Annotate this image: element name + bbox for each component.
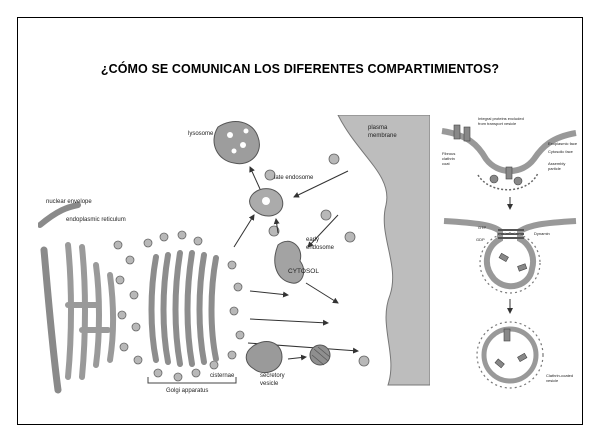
clathrin-vesicle-diagram: Integral proteins excluded from transpor… bbox=[438, 115, 580, 415]
early-endosome bbox=[275, 241, 304, 283]
golgi-apparatus bbox=[152, 253, 217, 364]
label-lysosome: lysosome bbox=[188, 131, 214, 137]
label-dynamin: Dynamin bbox=[534, 231, 550, 236]
label-late-endosome: late endosome bbox=[274, 175, 314, 181]
label-cytosol: CYTOSOL bbox=[288, 268, 319, 275]
label-early: early bbox=[306, 237, 319, 243]
label-transport-vesicle: from transport vesicle bbox=[478, 121, 517, 126]
label-cisternae: cisternae bbox=[210, 373, 235, 379]
label-coat: coat bbox=[442, 161, 450, 166]
label-nuclear-envelope: nuclear envelope bbox=[46, 199, 92, 205]
label-golgi-apparatus: Golgi apparatus bbox=[166, 388, 208, 394]
label-membrane: membrane bbox=[368, 133, 397, 139]
label-gdp: GDP bbox=[476, 237, 485, 242]
slide: ¿CÓMO SE COMUNICAN LOS DIFERENTES COMPAR… bbox=[17, 17, 583, 425]
label-plasma: plasma bbox=[368, 125, 388, 131]
plasma-membrane bbox=[338, 115, 430, 385]
label-particle: particle bbox=[548, 166, 562, 171]
lysosome bbox=[214, 122, 259, 164]
label-gtp: GTP bbox=[478, 225, 487, 230]
label-coated-vesicle: vesicle bbox=[546, 378, 559, 383]
slide-title: ¿CÓMO SE COMUNICAN LOS DIFERENTES COMPAR… bbox=[18, 62, 582, 76]
label-cytosolic-face: Cytosolic face bbox=[548, 149, 574, 154]
label-endosome: endosome bbox=[306, 245, 335, 251]
label-endoplasmic-reticulum: endoplasmic reticulum bbox=[66, 217, 126, 223]
membrane-trafficking-diagram: lysosome late endosome plasma membrane n… bbox=[38, 115, 430, 395]
label-vesicle: vesicle bbox=[260, 381, 279, 387]
endoplasmic-reticulum bbox=[68, 245, 113, 377]
label-secretory: secretory bbox=[260, 373, 285, 379]
label-exoplasmic-face: Exoplasmic face bbox=[548, 141, 578, 146]
